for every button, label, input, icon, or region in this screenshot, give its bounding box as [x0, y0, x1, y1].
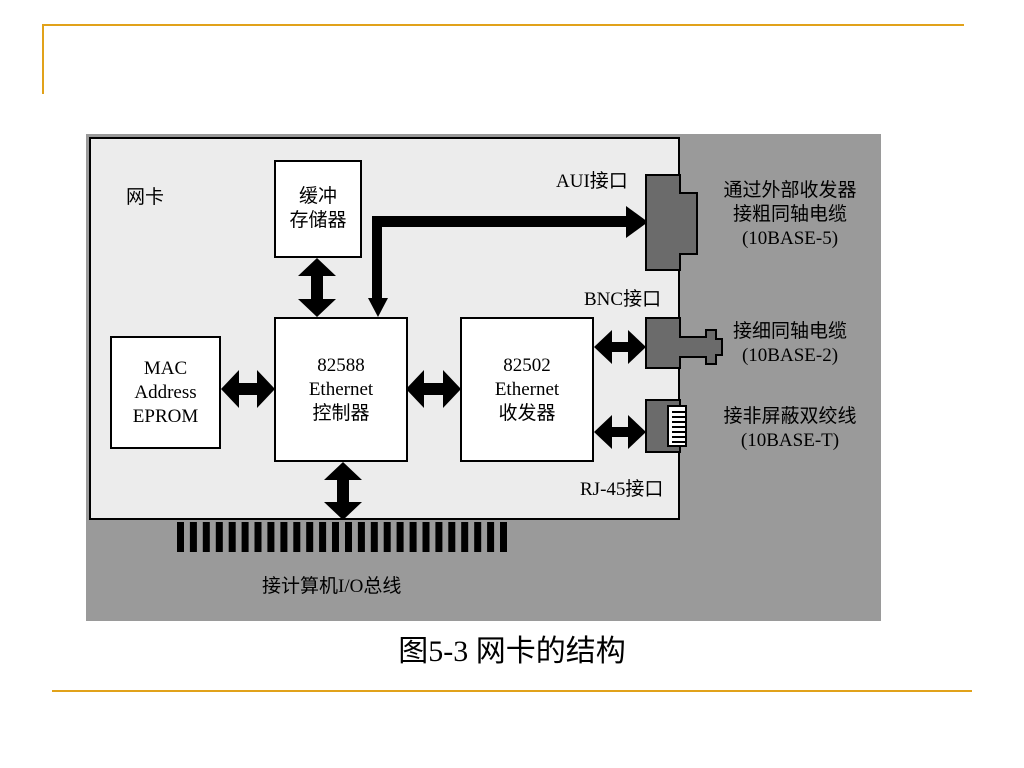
rj45-desc-line2: (10BASE-T): [740, 430, 840, 451]
bus-pin: [189, 522, 197, 552]
bnc-desc-line1: 接细同轴电缆: [732, 321, 847, 342]
bus-pin: [461, 522, 469, 552]
aui-desc-line1: 通过外部收发器: [723, 180, 857, 201]
bus-pin: [202, 522, 210, 552]
arrow-buffer-controller: [298, 258, 336, 317]
bus-pin: [370, 522, 378, 552]
arrow-transceiver-rj45: [594, 415, 646, 449]
bus-pin: [254, 522, 262, 552]
bus-pin: [422, 522, 430, 552]
arrow-controller-aui: [368, 206, 648, 317]
buffer-memory-box: 缓冲 存储器: [274, 160, 362, 258]
rj45-description: 接非屏蔽双绞线 (10BASE-T): [700, 405, 880, 453]
mac-line1: MAC: [143, 357, 188, 379]
bnc-port-label: BNC接口: [584, 289, 662, 310]
top-rule: [44, 24, 964, 26]
card-label: 网卡: [126, 187, 165, 208]
transceiver-line3: 收发器: [498, 402, 556, 424]
rj45-desc-line1: 接非屏蔽双绞线: [723, 406, 857, 427]
ethernet-controller-box: 82588 Ethernet 控制器: [274, 317, 408, 462]
bus-pin: [215, 522, 223, 552]
bus-pin: [241, 522, 249, 552]
arrow-mac-controller: [221, 370, 275, 408]
bnc-desc-line2: (10BASE-2): [741, 345, 839, 366]
controller-line3: 控制器: [312, 402, 370, 424]
rj45-connector-icon: [645, 399, 687, 453]
buffer-line1: 缓冲: [298, 186, 337, 207]
bus-pin: [332, 522, 339, 552]
arrow-controller-transceiver: [406, 370, 461, 408]
aui-connector-icon: [645, 174, 698, 271]
mac-eprom-box: MAC Address EPROM: [110, 336, 221, 449]
buffer-line2: 存储器: [289, 210, 347, 231]
bus-pin: [345, 522, 352, 552]
bus-pin: [448, 522, 456, 552]
bus-pin: [306, 522, 314, 552]
bottom-rule: [52, 690, 972, 692]
bus-pin: [293, 522, 301, 552]
bus-pin: [435, 522, 443, 552]
transceiver-line1: 82502: [503, 354, 551, 376]
left-rule: [42, 24, 44, 94]
bus-pins: [177, 522, 507, 552]
bus-pin: [177, 522, 184, 552]
ethernet-transceiver-box: 82502 Ethernet 收发器: [460, 317, 594, 462]
arrow-controller-bus: [324, 462, 362, 520]
aui-port-label: AUI接口: [556, 171, 628, 192]
mac-line3: EPROM: [132, 405, 199, 427]
bus-pin: [280, 522, 288, 552]
mac-line2: Address: [134, 381, 197, 403]
bnc-description: 接细同轴电缆 (10BASE-2): [710, 320, 870, 368]
bus-pin: [487, 522, 495, 552]
bus-pin: [383, 522, 391, 552]
bnc-connector-icon: [645, 317, 723, 369]
rj45-port-label: RJ-45接口: [580, 479, 664, 500]
bus-pin: [396, 522, 404, 552]
io-bus-label: 接计算机I/O总线: [262, 576, 402, 597]
figure-caption: 图5-3 网卡的结构: [398, 635, 626, 668]
bus-pin: [500, 522, 507, 552]
aui-desc-line2: 接粗同轴电缆: [732, 204, 847, 225]
bus-pin: [474, 522, 482, 552]
bus-pin: [267, 522, 275, 552]
bus-pin: [409, 522, 417, 552]
bus-pin: [357, 522, 365, 552]
bus-pin: [319, 522, 327, 552]
controller-line1: 82588: [317, 354, 365, 376]
controller-line2: Ethernet: [308, 378, 374, 400]
aui-desc-line3: (10BASE-5): [741, 228, 839, 249]
transceiver-line2: Ethernet: [494, 378, 560, 400]
aui-description: 通过外部收发器 接粗同轴电缆 (10BASE-5): [700, 179, 880, 251]
bus-pin: [228, 522, 236, 552]
arrow-transceiver-bnc: [594, 330, 646, 364]
